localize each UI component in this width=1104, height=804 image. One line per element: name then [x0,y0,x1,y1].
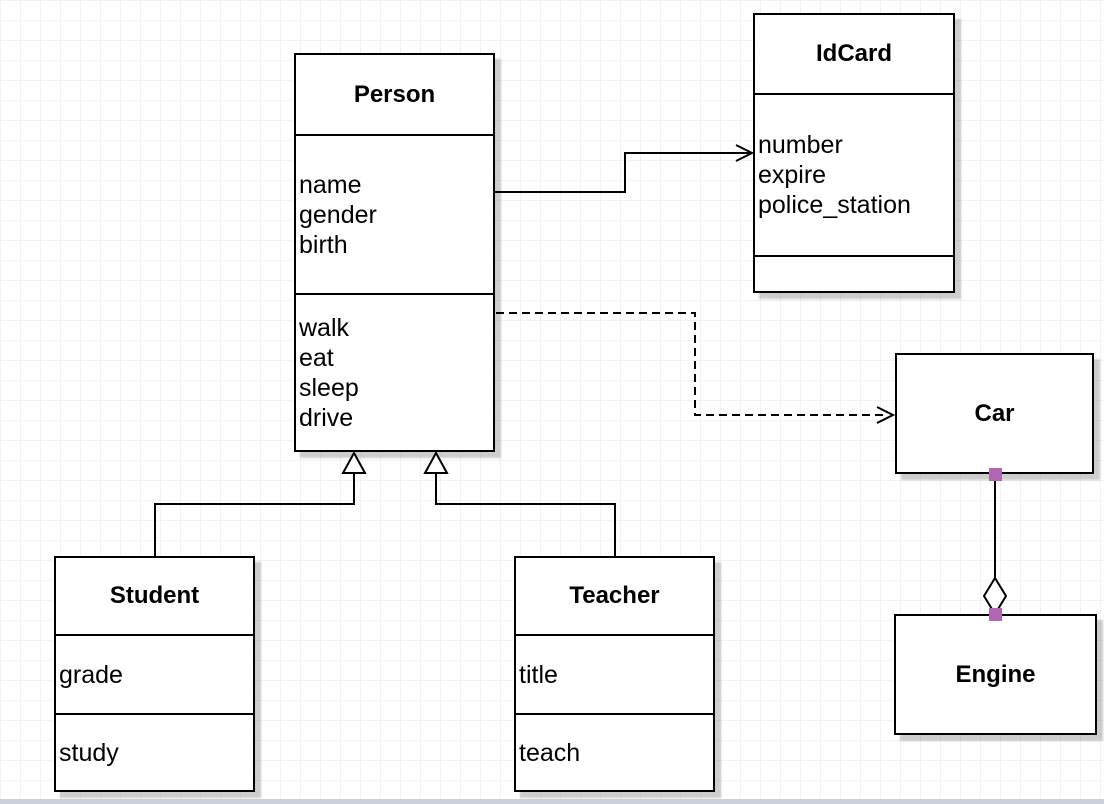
class-box-person[interactable]: Person name gender birth walk eat sleep … [294,53,495,452]
edge-person-car-dependency[interactable] [496,312,896,424]
edge-person-idcard-association[interactable] [495,144,755,193]
open-arrowhead-icon [876,406,896,424]
hollow-triangle-icon [341,450,367,474]
methods-section-teacher: teach [516,713,713,790]
method-line: eat [299,343,334,372]
methods-section-idcard [755,255,953,291]
attributes-section-person: name gender birth [296,134,493,293]
class-title-student: Student [109,582,200,609]
method-line: teach [519,738,581,767]
class-box-student[interactable]: Student grade study [54,556,255,792]
class-box-idcard[interactable]: IdCard number expire police_station [753,13,955,293]
attribute-line: gender [299,200,377,229]
canvas-bottom-scroll-strip[interactable] [0,799,1104,804]
attribute-line: name [299,170,362,199]
method-line: drive [299,403,354,432]
class-title-engine: Engine [955,660,1036,688]
attributes-section-idcard: number expire police_station [755,93,953,255]
method-line: study [59,738,119,767]
attribute-line: title [519,660,558,689]
attribute-line: grade [59,660,123,689]
class-box-car[interactable]: Car [895,353,1094,474]
method-line: walk [299,313,350,342]
attributes-section-teacher: title [516,634,713,713]
attribute-line: police_station [758,191,911,219]
attributes-section-student: grade [56,634,253,713]
methods-section-student: study [56,713,253,790]
class-title-person: Person [353,80,436,108]
class-title-car: Car [974,399,1015,427]
methods-section-person: walk eat sleep drive [296,293,493,450]
class-title-teacher: Teacher [569,582,660,609]
open-arrowhead-icon [735,144,755,162]
edge-student-person-generalization[interactable] [154,450,367,556]
class-box-teacher[interactable]: Teacher title teach [514,556,715,792]
hollow-diamond-icon [982,576,1008,616]
method-line: sleep [299,373,359,402]
class-title-idcard: IdCard [815,40,892,67]
attribute-line: birth [299,230,348,259]
edge-teacher-person-generalization[interactable] [423,450,616,556]
attribute-line: expire [758,161,827,189]
attribute-line: number [758,131,843,159]
class-box-engine[interactable]: Engine [894,614,1097,735]
edge-car-engine-aggregation[interactable] [982,468,1008,621]
hollow-triangle-icon [423,450,449,474]
